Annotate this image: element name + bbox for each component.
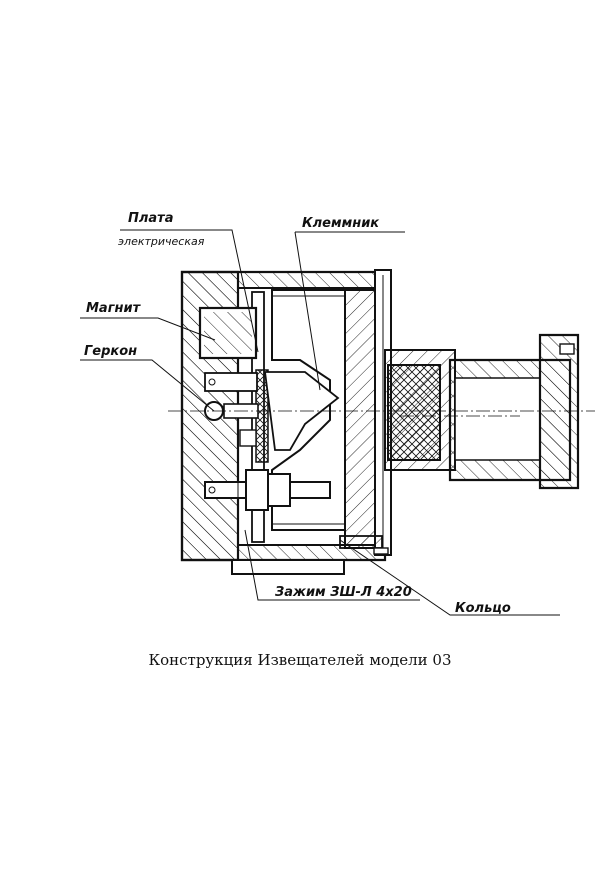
- cable-gland: [384, 333, 580, 490]
- label-zazhim: Зажим ЗШ-Л 4х20: [275, 585, 412, 600]
- label-koltso: Кольцо: [455, 601, 511, 616]
- label-gerkon: Геркон: [84, 344, 137, 359]
- magnet: [198, 306, 258, 360]
- label-plata-2: электрическая: [118, 235, 205, 248]
- label-klemmnik: Клеммник: [302, 216, 380, 231]
- label-magnit: Магнит: [86, 301, 142, 316]
- figure-caption: Конструкция Извещателей модели 03: [148, 651, 451, 669]
- leader-lines: [80, 229, 560, 616]
- clamp-screw: [204, 469, 331, 515]
- label-plata: Плата: [128, 211, 173, 226]
- ring: [339, 535, 389, 555]
